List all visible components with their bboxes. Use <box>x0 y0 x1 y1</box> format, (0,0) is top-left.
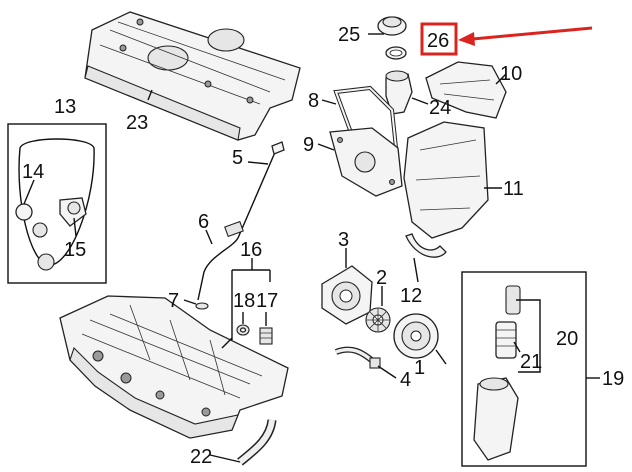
gear-part <box>365 307 391 333</box>
seal-bracket-part <box>405 233 447 258</box>
dipstick-tube-part <box>197 220 244 301</box>
callout-25: 25 <box>338 24 360 46</box>
callout-4: 4 <box>400 369 411 391</box>
callout-22: 22 <box>190 446 212 468</box>
oil-pipe-part <box>334 346 381 369</box>
oil-pump-part <box>321 265 373 325</box>
filter-housing-group <box>461 271 587 467</box>
callout-14: 14 <box>22 161 44 183</box>
oil-pan-part <box>59 295 289 439</box>
callout-10: 10 <box>500 63 522 85</box>
callout-15: 15 <box>64 239 86 261</box>
seal-washer-part <box>236 324 250 336</box>
callout-26: 26 <box>427 30 449 52</box>
upper-timing-cover-part <box>425 61 507 119</box>
oil-filler-cap-part <box>377 16 407 36</box>
highlight-box <box>420 22 458 56</box>
callout-9: 9 <box>303 134 314 156</box>
crank-pulley-part <box>393 313 439 359</box>
callout-21: 21 <box>520 351 542 373</box>
callout-16: 16 <box>240 239 262 261</box>
highlight-arrow <box>461 26 593 42</box>
callout-7: 7 <box>168 290 179 312</box>
callout-5: 5 <box>232 147 243 169</box>
callout-17: 17 <box>256 290 278 312</box>
callout-12: 12 <box>400 285 422 307</box>
callout-13: 13 <box>54 96 76 118</box>
callout-1: 1 <box>414 357 425 379</box>
belt-kit-group <box>7 123 107 284</box>
hose-part <box>237 419 277 466</box>
callout-8: 8 <box>308 90 319 112</box>
callout-11: 11 <box>503 178 524 200</box>
callout-23: 23 <box>126 112 148 134</box>
leader-lines <box>23 33 600 463</box>
valve-cover-part <box>84 11 301 141</box>
callout-6: 6 <box>198 211 209 233</box>
callout-24: 24 <box>429 97 451 119</box>
highlight-callout <box>420 22 593 56</box>
drain-plug-part <box>259 327 273 345</box>
callout-18: 18 <box>233 290 255 312</box>
callout-3: 3 <box>338 229 349 251</box>
cap-seal-part <box>385 46 407 60</box>
inner-timing-cover-part <box>329 127 403 197</box>
filler-neck-part <box>385 70 413 115</box>
dipstick-part <box>237 141 285 239</box>
o-ring-part <box>195 302 209 310</box>
callout-20: 20 <box>556 328 578 350</box>
callout-labels: 1 2 3 4 5 6 7 8 9 10 11 12 13 14 15 16 1… <box>22 24 624 468</box>
arrow-head <box>458 32 475 46</box>
lower-timing-cover-part <box>403 121 489 239</box>
callout-19: 19 <box>602 368 624 390</box>
callout-2: 2 <box>376 267 387 289</box>
